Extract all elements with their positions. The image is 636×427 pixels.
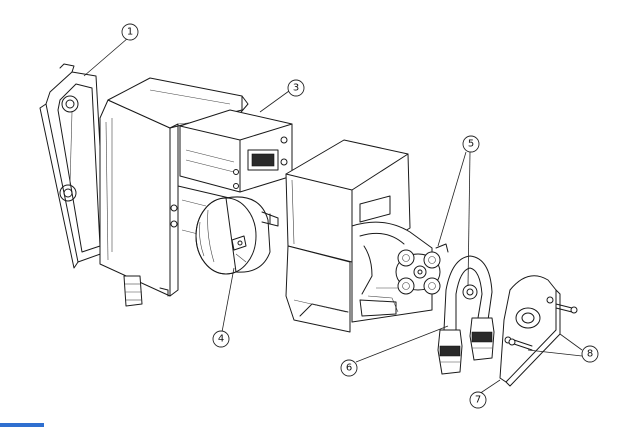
svg-text:4: 4 (218, 334, 224, 345)
svg-text:6: 6 (346, 363, 352, 374)
main-housing (99, 77, 293, 307)
svg-text:1: 1 (127, 27, 133, 38)
callout-6: 6 (340, 359, 358, 377)
pump-tube (437, 255, 495, 375)
svg-text:7: 7 (475, 395, 481, 406)
leader-lines (83, 37, 583, 397)
callout-1: 1 (121, 23, 139, 41)
callout-5: 5 (462, 135, 480, 153)
edge-mark (0, 423, 44, 427)
svg-text:3: 3 (293, 83, 299, 94)
pump-head (285, 139, 449, 333)
callout-8: 8 (581, 345, 599, 363)
mounting-bracket (39, 63, 107, 269)
screws (508, 303, 578, 351)
svg-text:8: 8 (587, 349, 593, 360)
svg-text:5: 5 (468, 139, 474, 150)
callout-3: 3 (287, 79, 305, 97)
motor (195, 196, 279, 275)
rotor (395, 243, 449, 295)
callout-4: 4 (212, 330, 230, 348)
callout-7: 7 (469, 391, 487, 409)
cover-plate (499, 275, 561, 387)
